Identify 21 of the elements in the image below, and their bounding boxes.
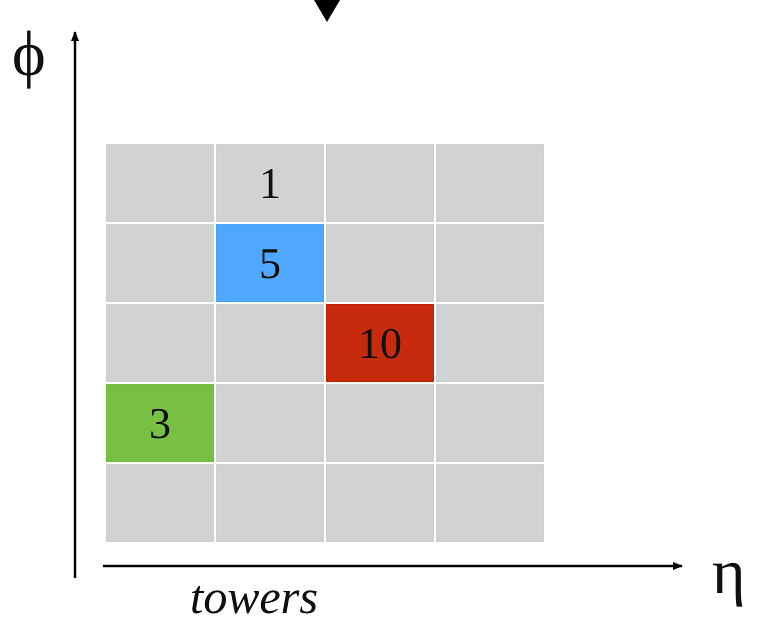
tower-cell xyxy=(436,224,544,302)
tower-cell xyxy=(106,224,214,302)
tower-cell xyxy=(106,144,214,222)
tower-cell xyxy=(326,384,434,462)
tower-cell xyxy=(436,464,544,542)
tower-cell: 10 xyxy=(326,304,434,382)
tower-cell xyxy=(436,304,544,382)
tower-cell xyxy=(326,464,434,542)
tower-cell xyxy=(216,384,324,462)
axis-title: towers xyxy=(190,574,318,622)
tower-cell xyxy=(326,144,434,222)
tower-cell xyxy=(216,464,324,542)
tower-cell xyxy=(106,304,214,382)
tower-cell xyxy=(106,464,214,542)
tower-cell: 3 xyxy=(106,384,214,462)
tower-cell xyxy=(436,144,544,222)
tower-cell xyxy=(436,384,544,462)
tower-cell xyxy=(326,224,434,302)
tower-cell: 1 xyxy=(216,144,324,222)
tower-cell xyxy=(216,304,324,382)
tower-cell: 5 xyxy=(216,224,324,302)
